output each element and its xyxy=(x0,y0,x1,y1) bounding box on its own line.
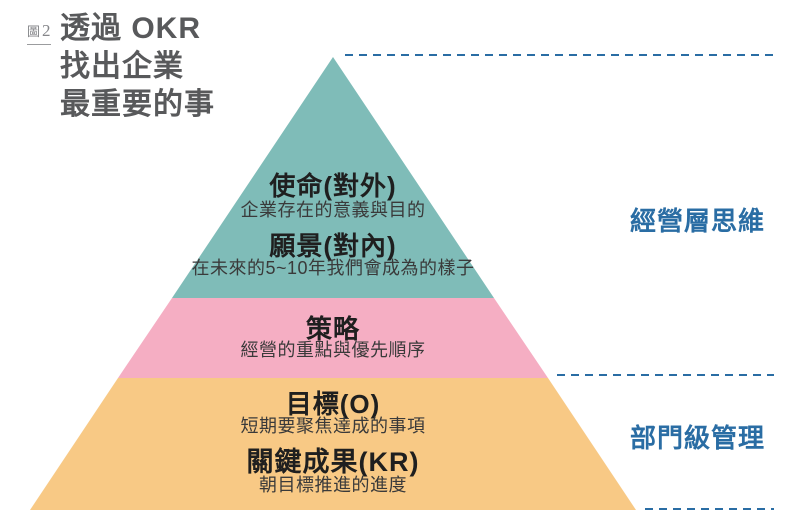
vision-description: 在未來的5~10年我們會成為的樣子 xyxy=(191,258,475,278)
objective-description: 短期要聚焦達成的事項 xyxy=(240,416,426,436)
department-level-management-label: 部門級管理 xyxy=(630,423,766,453)
figure-label-prefix: 圖 xyxy=(27,24,41,39)
objective-heading: 目標(O) xyxy=(285,389,381,419)
figure-title-line-2: 找出企業 xyxy=(60,50,184,83)
pyramid-level-strategy xyxy=(118,298,548,378)
figure-title: 透過 OKR 找出企業 最重要的事 xyxy=(60,10,215,124)
mission-heading: 使命(對外) xyxy=(269,171,397,201)
pyramid-level-okr xyxy=(30,378,636,510)
strategy-heading: 策略 xyxy=(305,314,360,344)
pyramid-level-mission-vision xyxy=(172,57,494,298)
vision-heading: 願景(對內) xyxy=(269,231,397,261)
mission-description: 企業存在的意義與目的 xyxy=(240,200,426,220)
key-results-description: 朝目標推進的進度 xyxy=(259,475,407,495)
figure-title-line-3: 最重要的事 xyxy=(60,88,215,121)
key-results-heading: 關鍵成果(KR) xyxy=(246,447,420,477)
management-level-thinking-label: 經營層思維 xyxy=(630,206,766,236)
figure-title-line-1: 透過 OKR xyxy=(60,12,201,45)
strategy-description: 經營的重點與優先順序 xyxy=(240,340,426,360)
figure-label-number: 2 xyxy=(42,21,51,40)
